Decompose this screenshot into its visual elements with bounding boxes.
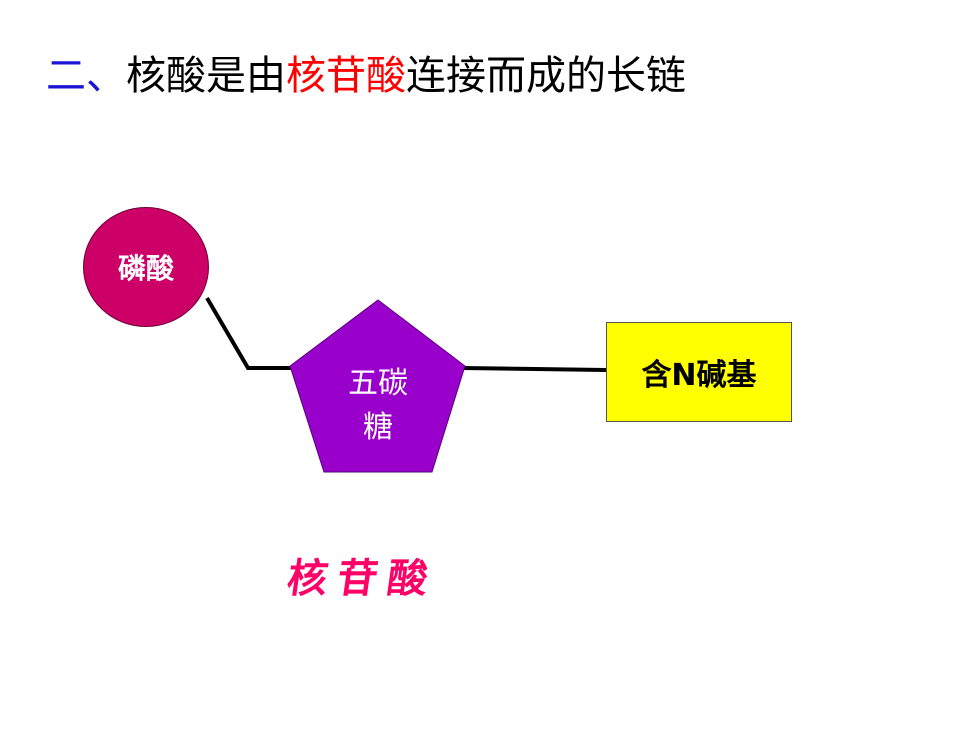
pentose-pentagon	[289, 299, 466, 473]
title-number: 二、	[46, 53, 126, 99]
base-label: 含N碱基	[641, 358, 757, 393]
pentose-label: 五碳 糖	[330, 362, 426, 450]
base-box: 含N碱基	[606, 322, 792, 422]
nucleotide-caption: 核苷酸	[284, 555, 441, 602]
phosphate-sugar-bond	[205, 296, 292, 370]
title-part2: 连接而成的长链	[406, 53, 686, 99]
phosphate-label: 磷酸	[117, 252, 174, 285]
slide-title: 二、核酸是由核苷酸连接而成的长链	[46, 46, 686, 106]
title-highlight: 核苷酸	[286, 53, 406, 99]
sugar-base-bond	[461, 366, 607, 372]
pentose-label-line2: 糖	[363, 410, 393, 445]
title-part1: 核酸是由	[126, 53, 286, 99]
pentose-label-line1: 五碳	[348, 366, 408, 401]
phosphate-circle: 磷酸	[83, 207, 209, 327]
